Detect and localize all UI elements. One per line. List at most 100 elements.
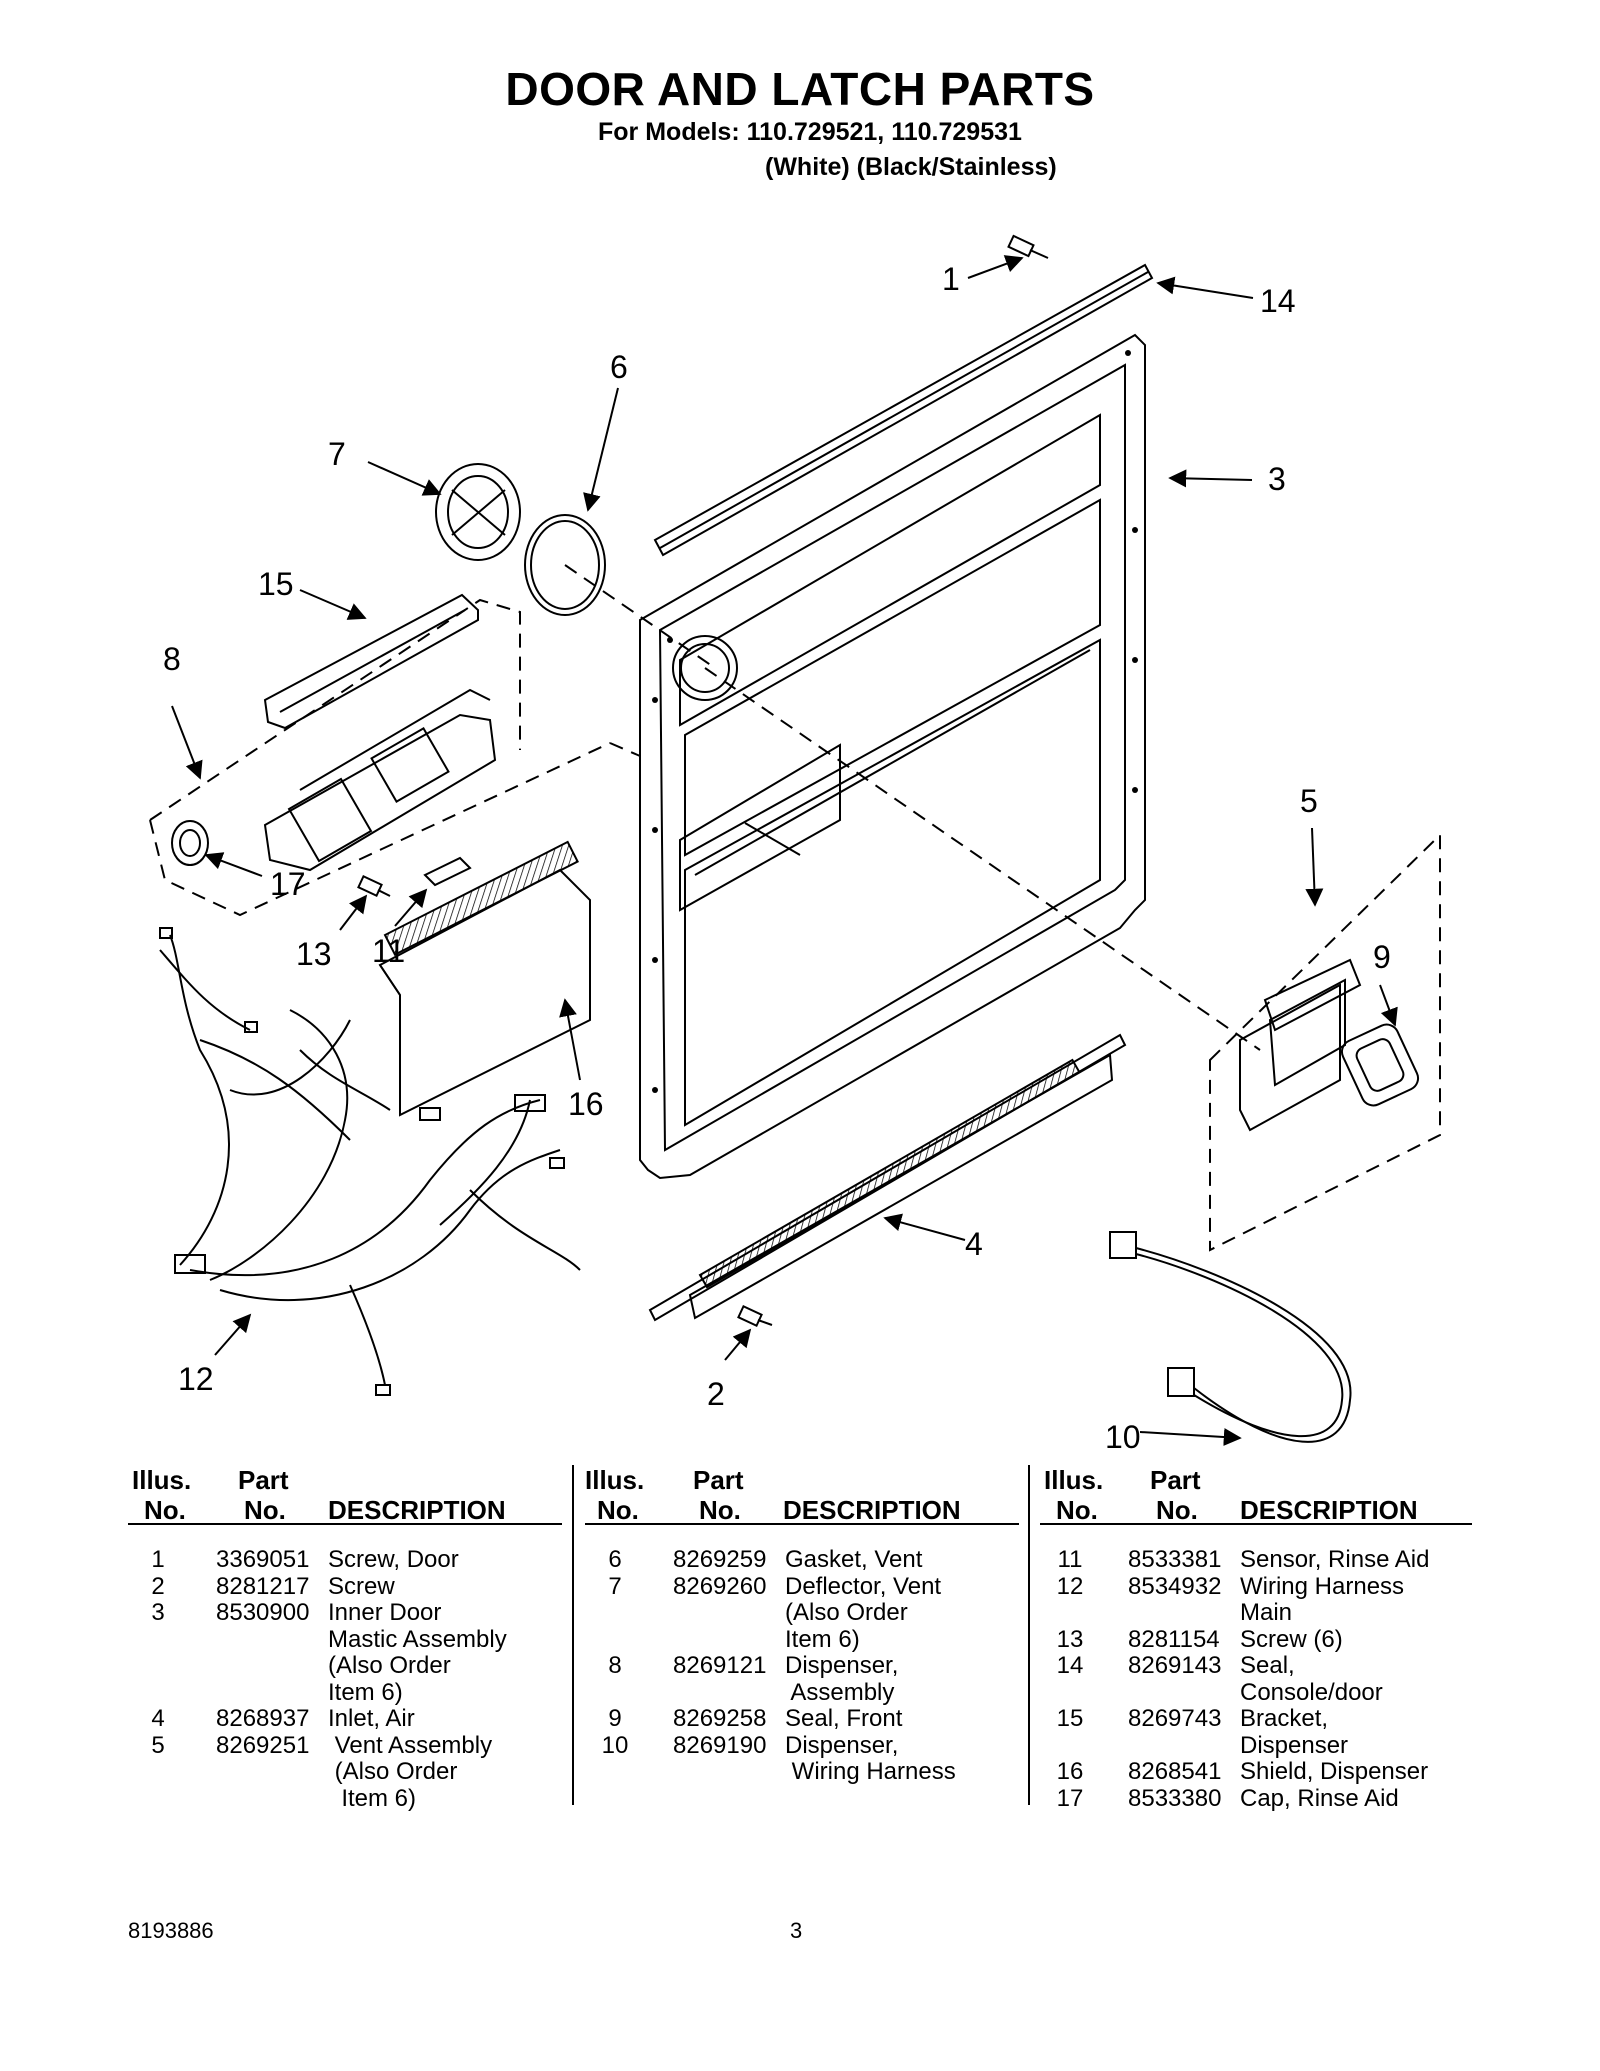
callout-10: 10 bbox=[1105, 1419, 1141, 1455]
illus-no-cell: 11 bbox=[1057, 1546, 1083, 1573]
main-wiring-harness-part bbox=[159, 927, 581, 1396]
description-cell: Item 6) bbox=[785, 1625, 860, 1653]
description-cell: Item 6) bbox=[328, 1678, 403, 1706]
header-illus-no: No. bbox=[144, 1495, 186, 1525]
part-no-cell: 8269190 bbox=[673, 1731, 767, 1759]
screw-part-bottom bbox=[737, 1305, 773, 1327]
illus-no-cell: 6 bbox=[608, 1546, 622, 1573]
table-row: 3 8530900 Inner Door bbox=[128, 1599, 562, 1627]
header-part-no: No. bbox=[1156, 1495, 1198, 1525]
part-no-cell bbox=[216, 1653, 328, 1680]
description-cell: Assembly bbox=[785, 1678, 895, 1706]
description-cell: Dispenser bbox=[1240, 1731, 1349, 1759]
callout-15: 15 bbox=[258, 566, 294, 602]
part-no-cell: 8281154 bbox=[1128, 1625, 1220, 1653]
table-row: (Also Order bbox=[128, 1758, 562, 1786]
header-part: Part bbox=[693, 1465, 744, 1495]
illus-no-cell: 12 bbox=[1056, 1572, 1084, 1600]
illus-no-cell bbox=[1040, 1680, 1100, 1707]
part-no-cell: 8269121 bbox=[673, 1652, 767, 1679]
part-no-cell: 8269143 bbox=[1128, 1652, 1222, 1679]
dispenser-wiring-harness-part bbox=[1109, 1231, 1352, 1443]
header-illus: Illus. bbox=[1044, 1465, 1104, 1495]
description-cell: Screw bbox=[328, 1572, 395, 1600]
callout-9: 9 bbox=[1373, 939, 1391, 975]
callout-arrows bbox=[171, 255, 1398, 1447]
callout-6: 6 bbox=[610, 349, 628, 385]
dispenser-assembly-part bbox=[263, 688, 497, 872]
illus-no-cell: 10 bbox=[601, 1731, 629, 1759]
part-no-cell: 8530900 bbox=[216, 1599, 310, 1626]
inner-door-part bbox=[639, 333, 1146, 1180]
illus-no-cell: 16 bbox=[1056, 1758, 1084, 1785]
description-cell: Dispenser, bbox=[785, 1652, 899, 1679]
callout-11: 11 bbox=[372, 933, 405, 969]
table-row: Dispenser bbox=[1040, 1732, 1472, 1760]
part-no-cell: 8533380 bbox=[1128, 1784, 1222, 1812]
part-no-cell: 3369051 bbox=[216, 1546, 310, 1573]
illus-no-cell bbox=[585, 1759, 645, 1786]
illus-no-cell: 14 bbox=[1056, 1652, 1084, 1679]
header-description: DESCRIPTION bbox=[783, 1495, 961, 1525]
console-door-seal-part bbox=[653, 263, 1154, 557]
part-no-cell bbox=[216, 1680, 328, 1707]
table-header: Illus. No. Part No. DESCRIPTION bbox=[1040, 1465, 1472, 1525]
part-no-cell: 8269251 bbox=[216, 1731, 310, 1759]
header-illus-no: No. bbox=[597, 1495, 639, 1525]
description-cell: Inner Door bbox=[328, 1599, 442, 1626]
callout-17: 17 bbox=[270, 866, 306, 902]
illus-no-cell bbox=[585, 1627, 645, 1654]
callout-14: 14 bbox=[1260, 283, 1296, 319]
part-no-cell bbox=[1128, 1600, 1240, 1627]
part-no-cell: 8533381 bbox=[1128, 1546, 1222, 1573]
variants-line: (White) (Black/Stainless) bbox=[765, 153, 1057, 181]
dispenser-bracket-part bbox=[263, 593, 479, 730]
table-row: Item 6) bbox=[128, 1679, 562, 1707]
rinse-aid-sensor-part bbox=[423, 856, 472, 887]
page-number: 3 bbox=[790, 1918, 803, 1943]
illus-no-cell: 3 bbox=[151, 1599, 165, 1626]
illus-no-cell: 2 bbox=[151, 1572, 165, 1600]
air-inlet-part bbox=[648, 1033, 1127, 1322]
part-no-cell bbox=[673, 1759, 785, 1786]
table-row: Mastic Assembly bbox=[128, 1626, 562, 1654]
illus-no-cell bbox=[128, 1786, 188, 1813]
header-part-no: No. bbox=[699, 1495, 741, 1525]
description-cell: Vent Assembly bbox=[328, 1731, 493, 1759]
header-description: DESCRIPTION bbox=[1240, 1495, 1418, 1525]
document-number: 8193886 bbox=[128, 1918, 214, 1943]
illus-no-cell: 15 bbox=[1056, 1705, 1084, 1732]
door-screw-part bbox=[1007, 234, 1049, 259]
part-no-cell: 8268937 bbox=[216, 1705, 310, 1732]
description-cell: Gasket, Vent bbox=[785, 1546, 923, 1573]
description-cell: Screw (6) bbox=[1240, 1625, 1343, 1653]
callout-7: 7 bbox=[328, 436, 346, 472]
exploded-parts-diagram: 1 2 3 4 5 6 7 8 9 10 11 12 13 14 15 16 1… bbox=[149, 234, 1441, 1455]
part-no-cell: 8269260 bbox=[673, 1572, 767, 1600]
header-part: Part bbox=[238, 1465, 289, 1495]
table-row: (Also Order bbox=[128, 1652, 562, 1680]
header-part: Part bbox=[1150, 1465, 1201, 1495]
illus-no-cell bbox=[1040, 1600, 1100, 1627]
description-cell: Mastic Assembly bbox=[328, 1625, 507, 1653]
part-no-cell: 8269259 bbox=[673, 1546, 767, 1573]
description-cell: Main bbox=[1240, 1599, 1293, 1626]
table-row: Item 6) bbox=[585, 1626, 1019, 1654]
part-no-cell: 8534932 bbox=[1128, 1572, 1222, 1600]
part-no-cell bbox=[216, 1759, 328, 1786]
callout-1: 1 bbox=[942, 261, 960, 297]
illus-no-cell: 9 bbox=[608, 1705, 622, 1732]
